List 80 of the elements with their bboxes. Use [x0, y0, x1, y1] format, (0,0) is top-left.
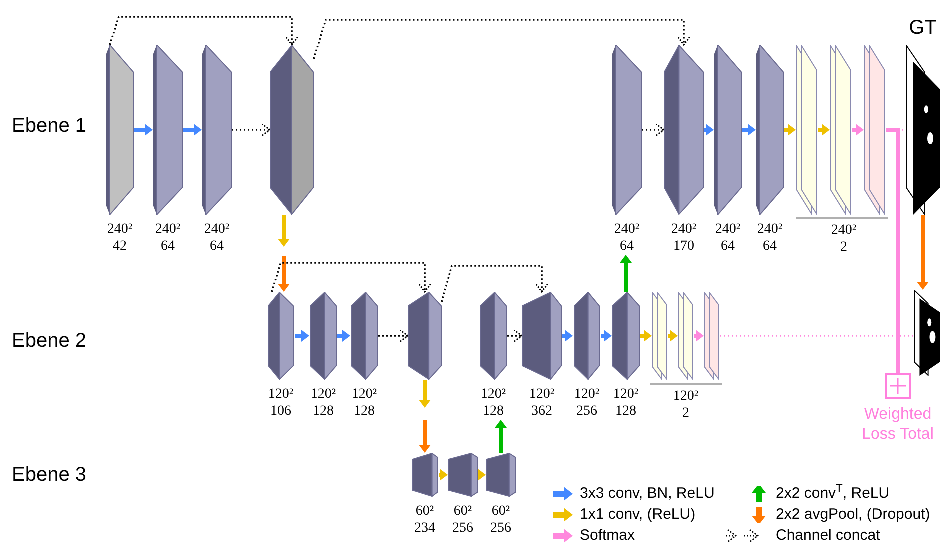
- arrow: [917, 215, 929, 290]
- dimension-label: 240²: [831, 222, 857, 239]
- arrow: [295, 330, 310, 342]
- dimension-label: 120²: [673, 388, 699, 405]
- dimension-label: 240²: [757, 221, 783, 238]
- arrow: [694, 330, 704, 342]
- level-label: Ebene 2: [12, 329, 87, 353]
- legend-text: 2x2 avgPool, (Dropout): [776, 506, 930, 524]
- dimension-label: 128: [313, 403, 334, 420]
- arrow: [278, 215, 290, 247]
- level-label: Ebene 3: [12, 463, 87, 487]
- dimension-label: 256: [576, 403, 598, 420]
- dimension-label: 234: [414, 520, 436, 537]
- dotted-arrow: [271, 262, 432, 293]
- dotted-arrow: [313, 19, 691, 60]
- dimension-label: 128: [616, 403, 636, 420]
- legend-text: 1x1 conv, (ReLU): [580, 506, 696, 524]
- level-label: Ebene 1: [12, 114, 87, 138]
- arrow: [852, 124, 864, 136]
- dimension-label: 60²: [492, 503, 510, 520]
- dotted-arrow: [109, 16, 299, 46]
- dimension-label: 240²: [671, 221, 697, 238]
- legend-text: Channel concat: [776, 527, 880, 545]
- dimension-label: 120²: [613, 386, 639, 403]
- arrow: [620, 255, 632, 292]
- dimension-label: 120²: [480, 386, 506, 403]
- arrow: [478, 469, 486, 481]
- dimension-label: 256: [452, 520, 474, 537]
- loss-label: Weighted Loss Total: [861, 405, 935, 445]
- dimension-label: 2: [682, 405, 690, 422]
- arrow: [818, 124, 830, 136]
- dimension-label: 64: [620, 238, 634, 255]
- arrow: [338, 330, 350, 342]
- dimension-label: 240²: [107, 221, 133, 238]
- dimension-label: 60²: [454, 503, 472, 520]
- arrow: [668, 330, 678, 342]
- arrow: [183, 124, 202, 136]
- arrow: [495, 420, 507, 453]
- dotted-arrow: [642, 123, 665, 137]
- map-heading: GT: [909, 16, 937, 41]
- dimension-label: 120²: [574, 386, 600, 403]
- dimension-label: 64: [210, 238, 224, 255]
- dimension-label: 106: [270, 403, 292, 420]
- legend-text: 2x2 conv$^{T}$, ReLU: [776, 485, 890, 503]
- dimension-label: 240²: [614, 221, 640, 238]
- dimension-label: 64: [721, 238, 735, 255]
- dimension-label: 128: [483, 403, 504, 420]
- arrow: [640, 330, 652, 342]
- dimension-label: 64: [763, 238, 777, 255]
- dimension-label: 170: [674, 238, 694, 255]
- arrow: [134, 124, 153, 136]
- arrow: [419, 380, 431, 408]
- dimension-label: 120²: [529, 386, 555, 403]
- dimension-label: 120²: [352, 386, 378, 403]
- dotted-arrow: [441, 265, 549, 302]
- arrow: [419, 420, 431, 453]
- legend-text: 3x3 conv, BN, ReLU: [580, 485, 715, 503]
- dotted-arrow: [232, 123, 271, 137]
- arrow: [278, 256, 290, 292]
- arrow: [784, 124, 796, 136]
- dimension-label: 64: [161, 238, 175, 255]
- dimension-label: 362: [532, 403, 552, 420]
- dimension-label: 120²: [268, 386, 294, 403]
- legend-text: Softmax: [580, 527, 636, 545]
- arrow: [601, 330, 612, 342]
- dimension-label: 128: [354, 403, 375, 420]
- dotted-arrow: [378, 329, 409, 343]
- dimension-label: 256: [490, 520, 512, 537]
- arrow: [562, 330, 573, 342]
- dimension-label: 42: [113, 238, 127, 255]
- dimension-label: 240²: [204, 221, 230, 238]
- arrow: [439, 469, 448, 481]
- dimension-label: 240²: [155, 221, 181, 238]
- dimension-label: 60²: [416, 503, 434, 520]
- dimension-label: 2: [840, 239, 848, 256]
- arrow: [742, 124, 756, 136]
- arrow: [704, 124, 714, 136]
- dimension-label: 240²: [715, 221, 741, 238]
- dotted-arrow: [508, 329, 523, 343]
- dimension-label: 120²: [310, 386, 336, 403]
